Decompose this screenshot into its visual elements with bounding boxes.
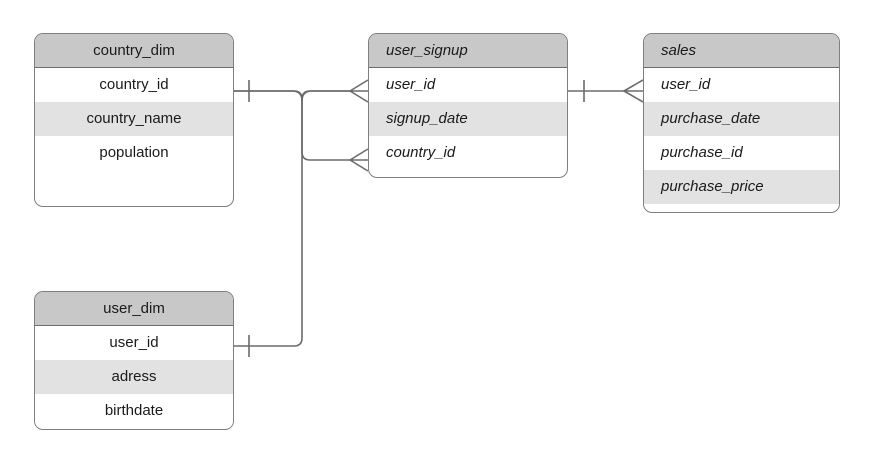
edge-upper-into-signup — [301, 90, 350, 100]
entity-attribute-row: purchase_price — [644, 170, 839, 204]
entity-title: user_signup — [369, 34, 567, 68]
entity-user-signup[interactable]: user_signup user_id signup_date country_… — [368, 33, 568, 178]
edge-trunk-lower-branch — [301, 99, 350, 161]
entity-attribute-row: purchase_date — [644, 102, 839, 136]
edge-trunk-to-user-dim — [234, 99, 303, 347]
entity-country-dim[interactable]: country_dim country_id country_name popu… — [34, 33, 234, 207]
entity-title: sales — [644, 34, 839, 68]
entity-attribute-row: country_name — [35, 102, 233, 136]
entity-title: user_dim — [35, 292, 233, 326]
entity-attribute-row: country_id — [35, 68, 233, 102]
entity-attribute-row: purchase_id — [644, 136, 839, 170]
entity-attribute-row: country_id — [369, 136, 567, 170]
entity-attribute-row: user_id — [35, 326, 233, 360]
crowfoot-sales-user-id — [623, 79, 644, 103]
entity-attribute-row: population — [35, 136, 233, 170]
entity-attribute-row: adress — [35, 360, 233, 394]
entity-attribute-row: signup_date — [369, 102, 567, 136]
entity-sales[interactable]: sales user_id purchase_date purchase_id … — [643, 33, 840, 213]
entity-title: country_dim — [35, 34, 233, 68]
crowfoot-user-signup-country-id — [349, 148, 369, 172]
entity-attribute-row: birthdate — [35, 394, 233, 428]
entity-attribute-row: user_id — [369, 68, 567, 102]
crowfoot-user-signup-user-id — [349, 79, 369, 103]
edge-country-dim-upper-run — [234, 90, 303, 100]
entity-user-dim[interactable]: user_dim user_id adress birthdate — [34, 291, 234, 430]
entity-attribute-row: user_id — [644, 68, 839, 102]
edge-country-dim-to-user-signup — [234, 90, 350, 102]
